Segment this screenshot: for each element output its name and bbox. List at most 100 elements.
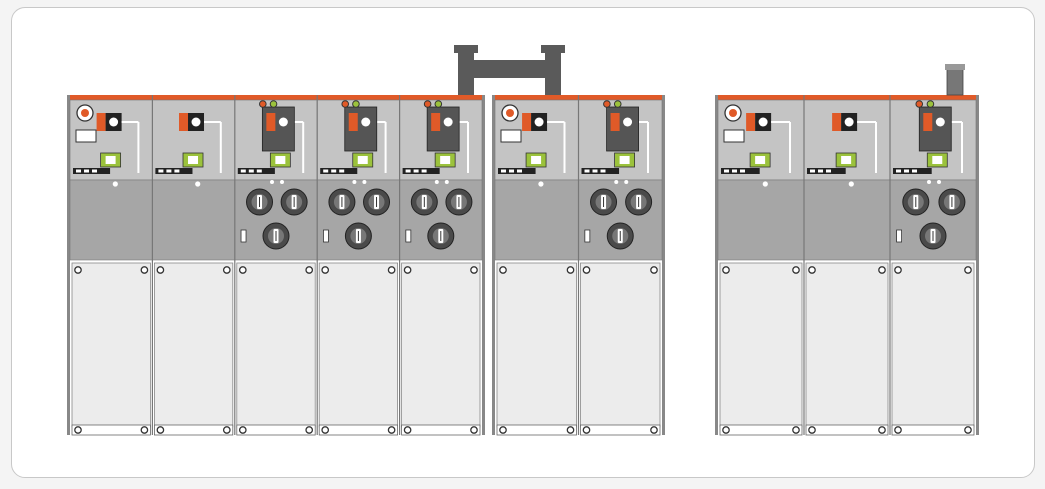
panel-0-0 <box>69 99 153 436</box>
door-bolt-tl <box>74 266 82 274</box>
door-bolt-tr <box>222 266 231 274</box>
unit-a <box>67 95 485 436</box>
unit-c <box>715 95 979 436</box>
cable-compartment-door <box>71 262 151 428</box>
lamp-green <box>926 100 935 108</box>
plinth <box>805 424 889 436</box>
frame-rail-left <box>67 95 70 435</box>
door-bolt-tr <box>140 266 149 274</box>
plinth-bolt-l <box>722 426 730 434</box>
rating-strip <box>73 168 111 174</box>
plinth-bolt-l <box>582 426 591 434</box>
status-dot <box>195 181 201 187</box>
panel-0-2 <box>234 99 318 436</box>
fuse-indicator <box>405 229 412 243</box>
plinth-bolt-l <box>499 426 507 434</box>
door-bolt-tl <box>722 266 730 274</box>
plinth-bolt-r <box>792 426 800 434</box>
switch-eye <box>109 117 119 127</box>
status-dot <box>112 181 118 187</box>
frame-rail-left <box>492 95 495 435</box>
lamp-red <box>259 100 267 108</box>
door-bolt-tl <box>499 266 507 274</box>
cable-riser <box>945 64 965 96</box>
rating-strip <box>237 168 275 174</box>
cable-compartment-door <box>719 262 803 428</box>
lamp-green <box>613 100 622 108</box>
status-dot <box>848 181 854 187</box>
plinth <box>891 424 975 436</box>
plinth-bolt-l <box>238 426 247 434</box>
cable-compartment-door <box>401 262 481 428</box>
switch-eye <box>191 117 201 127</box>
plinth-bolt-r <box>964 426 972 434</box>
plinth <box>496 424 577 436</box>
plinth <box>318 424 399 436</box>
plinth-bolt-r <box>650 426 658 434</box>
riser-post <box>946 65 964 96</box>
switch-indicator <box>746 113 756 131</box>
switch-eye <box>844 117 854 127</box>
top-band <box>70 95 482 100</box>
plinth <box>719 424 803 436</box>
rating-strip <box>498 168 536 174</box>
fuse-indicator <box>323 229 329 243</box>
fuse-indicator <box>584 229 591 243</box>
rating-strip <box>581 168 620 174</box>
door-bolt-tl <box>403 266 412 274</box>
rating-strip <box>320 168 358 174</box>
switch-indicator <box>96 113 106 131</box>
plinth-bolt-l <box>74 426 82 434</box>
door-bolt-tr <box>470 266 478 274</box>
panel-1-0 <box>494 99 579 436</box>
unit-b <box>492 95 665 436</box>
door-bolt-tl <box>582 266 591 274</box>
frame-rail-left <box>715 95 718 435</box>
plinth <box>153 424 234 436</box>
cable-compartment-door <box>236 262 316 428</box>
lamp-green <box>352 100 360 108</box>
plinth-bolt-l <box>403 426 412 434</box>
frame-rail-right <box>482 95 485 435</box>
plinth <box>236 424 316 436</box>
door-bolt-tr <box>792 266 800 274</box>
switch-indicator <box>832 113 842 131</box>
panel-2-0 <box>717 99 805 436</box>
panel-0-4 <box>399 99 483 436</box>
door-bolt-tl <box>321 266 330 274</box>
plinth <box>401 424 481 436</box>
plinth <box>71 424 151 436</box>
plinth-bolt-r <box>222 426 231 434</box>
door-bolt-tl <box>894 266 902 274</box>
panel-2-1 <box>803 99 891 436</box>
door-bolt-tr <box>650 266 658 274</box>
operating-area <box>69 179 153 261</box>
plinth-bolt-r <box>140 426 149 434</box>
lamp-green <box>269 100 278 108</box>
voltage-indicator <box>500 129 522 143</box>
panel-2-2 <box>889 99 977 436</box>
door-bolt-tr <box>305 266 314 274</box>
rating-strip <box>155 168 193 174</box>
panel-0-1 <box>152 99 236 436</box>
operating-area <box>717 179 805 261</box>
frame-rail-right <box>976 95 979 435</box>
cable-compartment-door <box>805 262 889 428</box>
door-bolt-tl <box>808 266 816 274</box>
plinth-bolt-r <box>305 426 314 434</box>
rating-strip <box>402 168 440 174</box>
switch-eye <box>758 117 768 127</box>
cable-compartment-door <box>580 262 661 428</box>
panel-1-1 <box>578 99 663 436</box>
door-bolt-tr <box>566 266 575 274</box>
lamp-red <box>915 100 924 108</box>
cable-bridge <box>454 45 565 95</box>
fuse-indicator <box>240 229 247 243</box>
plinth-bolt-r <box>470 426 478 434</box>
voltage-indicator <box>723 129 745 143</box>
cable-compartment-door <box>496 262 577 428</box>
cable-compartment-door <box>891 262 975 428</box>
switch-eye <box>534 117 544 127</box>
plinth-bolt-l <box>808 426 816 434</box>
